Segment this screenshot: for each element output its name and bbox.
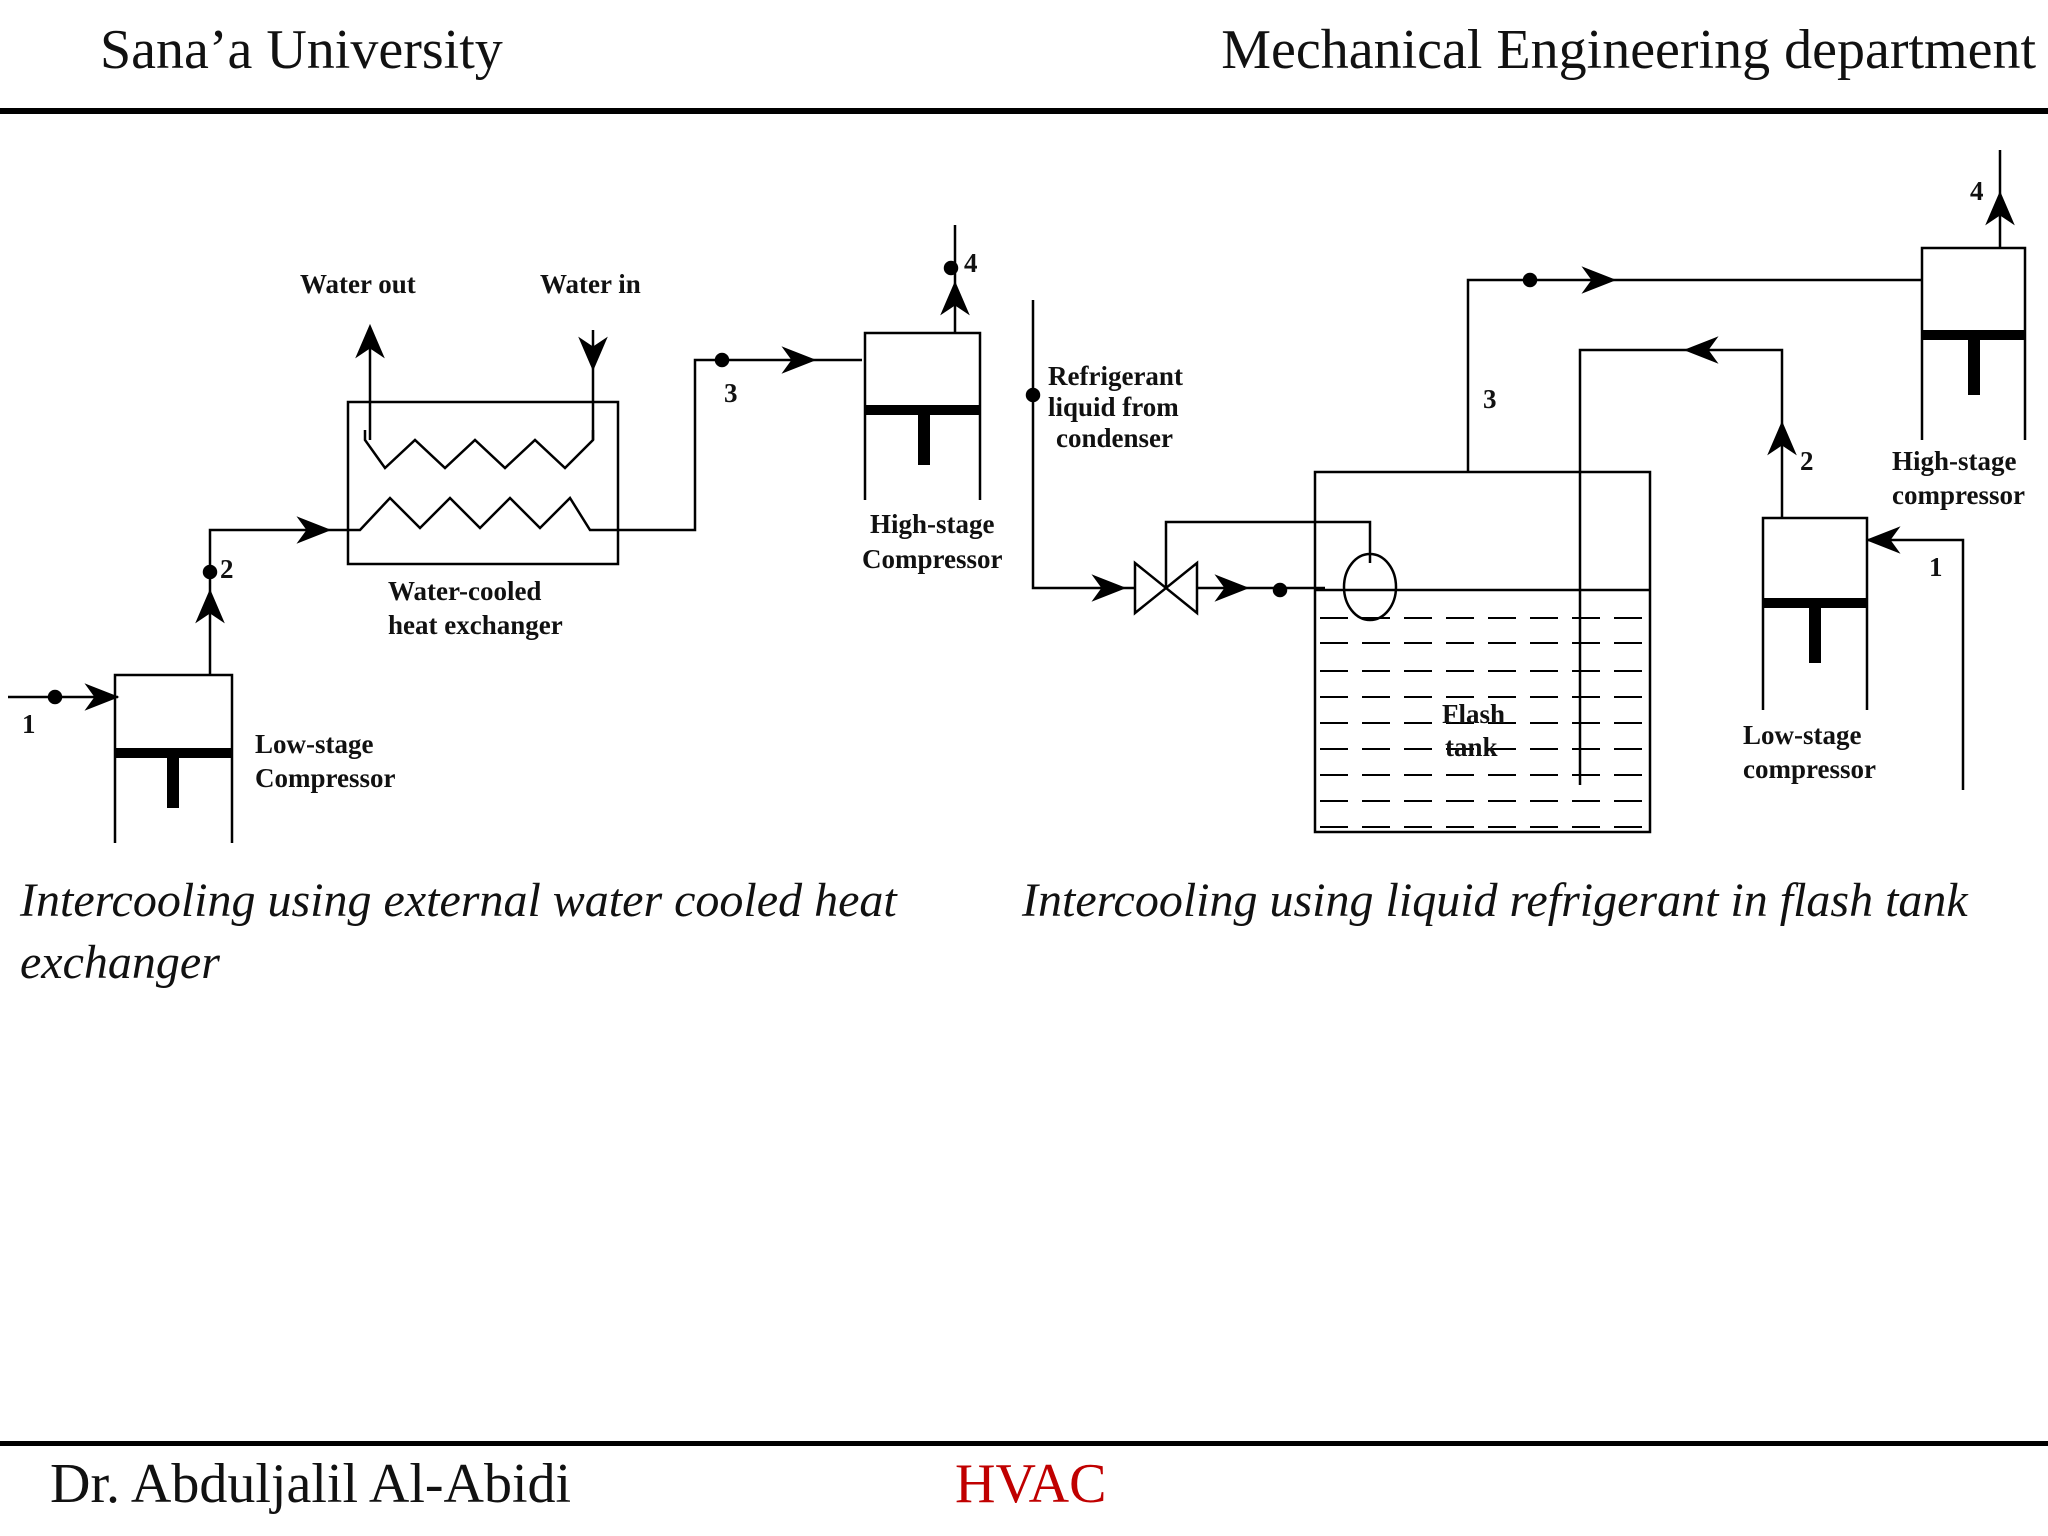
right-line-1	[1867, 538, 1965, 790]
right-high-stage-label-1: High-stage	[1892, 446, 2017, 476]
left-high-stage-compressor	[863, 331, 982, 500]
right-low-stage-label-1: Low-stage	[1743, 720, 1861, 750]
flash-tank-label-2: tank	[1445, 732, 1498, 762]
right-low-stage-compressor	[1761, 516, 1869, 710]
right-arrow-right-3	[1581, 266, 1617, 294]
left-state3-dot	[714, 352, 730, 368]
footer-author: Dr. Abduljalil Al-Abidi	[50, 1453, 572, 1515]
water-out-label: Water out	[300, 269, 416, 299]
right-state2-label: 2	[1800, 446, 1814, 476]
left-state1-dot	[47, 689, 63, 705]
expansion-valve	[1133, 520, 1372, 616]
float-ball	[1342, 552, 1398, 622]
water-cooled-heat-exchanger	[346, 400, 620, 566]
left-state3-label: 3	[724, 378, 738, 408]
valve-arrow	[1214, 574, 1250, 602]
header-department: Mechanical Engineering department	[1221, 19, 2036, 81]
right-high-stage-compressor	[1920, 246, 2027, 440]
right-arrow-up-4	[1985, 190, 2015, 226]
right-low-stage-label-2: compressor	[1743, 754, 1876, 784]
water-in-label: Water in	[540, 269, 641, 299]
left-low-stage-compressor	[113, 673, 234, 843]
refrigerant-label-1: Refrigerant	[1048, 361, 1183, 391]
left-state1-label: 1	[22, 709, 36, 739]
water-out-arrow	[355, 323, 385, 359]
left-state4-label: 4	[964, 248, 978, 278]
header-university: Sana’a University	[100, 19, 503, 81]
left-low-stage-label-1: Low-stage	[255, 729, 373, 759]
right-state3-label: 3	[1483, 384, 1497, 414]
right-valve-dot	[1272, 582, 1288, 598]
left-line-3	[618, 358, 862, 532]
left-arrow-up-2	[195, 588, 225, 624]
right-line-3	[1466, 278, 1922, 472]
right-diagram	[1025, 150, 2027, 834]
heat-exchanger-label-2: heat exchanger	[388, 610, 563, 640]
right-high-stage-label-2: compressor	[1892, 480, 2025, 510]
right-arrow-up-2	[1767, 420, 1797, 456]
right-state1-label: 1	[1929, 552, 1943, 582]
left-arrow-right-3	[781, 346, 817, 374]
left-diagram-labels: 1 2 3 4 Water out Water in Water-cooled …	[22, 248, 1003, 793]
right-state3-dot	[1522, 272, 1538, 288]
left-low-stage-label-2: Compressor	[255, 763, 396, 793]
left-state4-dot	[943, 260, 959, 276]
refrigerant-label-3: condenser	[1056, 423, 1173, 453]
footer-course: HVAC	[955, 1453, 1107, 1515]
left-high-stage-label-1: High-stage	[870, 509, 995, 539]
left-high-stage-label-2: Compressor	[862, 544, 1003, 574]
right-arrow-left-2	[1683, 336, 1719, 364]
flash-tank	[1313, 470, 1652, 834]
header-divider	[0, 108, 2048, 114]
left-state2-label: 2	[220, 554, 234, 584]
footer-divider	[0, 1441, 2048, 1446]
right-diagram-caption: Intercooling using liquid refrigerant in…	[1022, 874, 1968, 927]
condenser-arrow	[1091, 574, 1127, 602]
left-line-2	[208, 528, 348, 675]
left-state2-dot	[202, 564, 218, 580]
refrigerant-label-2: liquid from	[1048, 392, 1179, 422]
left-diagram-caption: Intercooling using external water cooled…	[20, 874, 897, 989]
right-arrow-left-1	[1865, 526, 1901, 554]
left-arrow-right-2	[296, 516, 332, 544]
right-state4-label: 4	[1970, 176, 1984, 206]
right-diagram-labels: Refrigerant liquid from condenser Flash …	[1048, 176, 2025, 784]
water-in-arrow	[578, 336, 608, 372]
left-inlet-arrow	[84, 683, 120, 711]
left-diagram	[8, 225, 982, 843]
right-condenser-dot	[1025, 387, 1041, 403]
flash-tank-label-1: Flash	[1442, 699, 1505, 729]
heat-exchanger-label-1: Water-cooled	[388, 576, 541, 606]
left-arrow-up-4	[940, 280, 970, 316]
